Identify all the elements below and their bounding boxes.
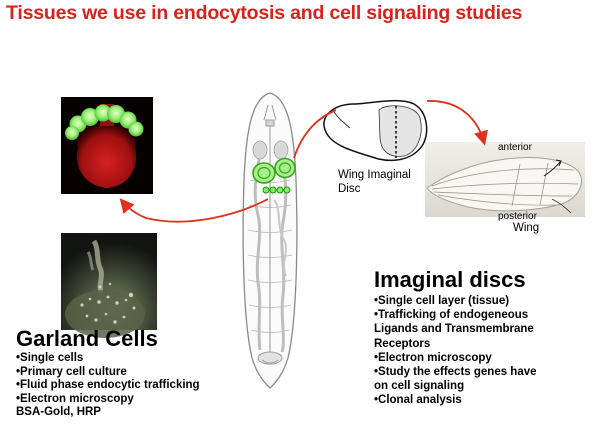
garland-cells-list: •Single cells •Primary cell culture •Flu… xyxy=(16,352,200,420)
wing-posterior-label: posterior xyxy=(498,211,537,222)
disc-to-wing-arrow xyxy=(426,100,488,146)
list-item: •Fluid phase endocytic trafficking xyxy=(16,379,200,392)
larva-to-disc-arrow xyxy=(293,109,337,159)
imaginal-discs-list: •Single cell layer (tissue) •Trafficking… xyxy=(374,294,537,408)
wing-disc-label-line2: Disc xyxy=(338,183,361,195)
connector-arrows xyxy=(119,100,488,223)
wing-photo xyxy=(425,142,585,217)
list-item: •Single cells xyxy=(16,352,84,364)
larva-to-garland-arrow xyxy=(119,198,269,223)
garland-microscopy-image xyxy=(61,233,157,338)
list-item: •Electron microscopy xyxy=(374,351,492,364)
larva-illustration xyxy=(242,92,298,389)
list-item: •Study the effects genes have xyxy=(374,366,537,379)
list-item: Receptors xyxy=(374,337,431,350)
list-item: •Primary cell culture xyxy=(16,365,127,378)
list-item: •Trafficking of endogeneous xyxy=(374,309,529,322)
wing-label: Wing xyxy=(513,222,540,234)
list-item: Ligands and Transmembrane xyxy=(374,323,534,336)
page-title: Tissues we use in endocytosis and cell s… xyxy=(6,2,523,24)
list-item: •Clonal analysis xyxy=(374,394,462,407)
list-item: BSA-Gold, HRP xyxy=(16,406,101,419)
wing-disc-label-line1: Wing Imaginal xyxy=(338,169,411,181)
imaginal-discs-heading: Imaginal discs xyxy=(374,267,526,292)
wing-anterior-label: anterior xyxy=(498,142,532,153)
garland-fluorescence-image xyxy=(61,97,153,194)
wing-disc-drawing xyxy=(323,99,428,162)
garland-cells-heading: Garland Cells xyxy=(16,326,158,351)
list-item: •Electron microscopy xyxy=(16,392,134,405)
list-item: on cell signaling xyxy=(374,380,465,393)
wing-disc-label: Wing Imaginal Disc xyxy=(338,168,411,196)
list-item: •Single cell layer (tissue) xyxy=(374,295,510,307)
